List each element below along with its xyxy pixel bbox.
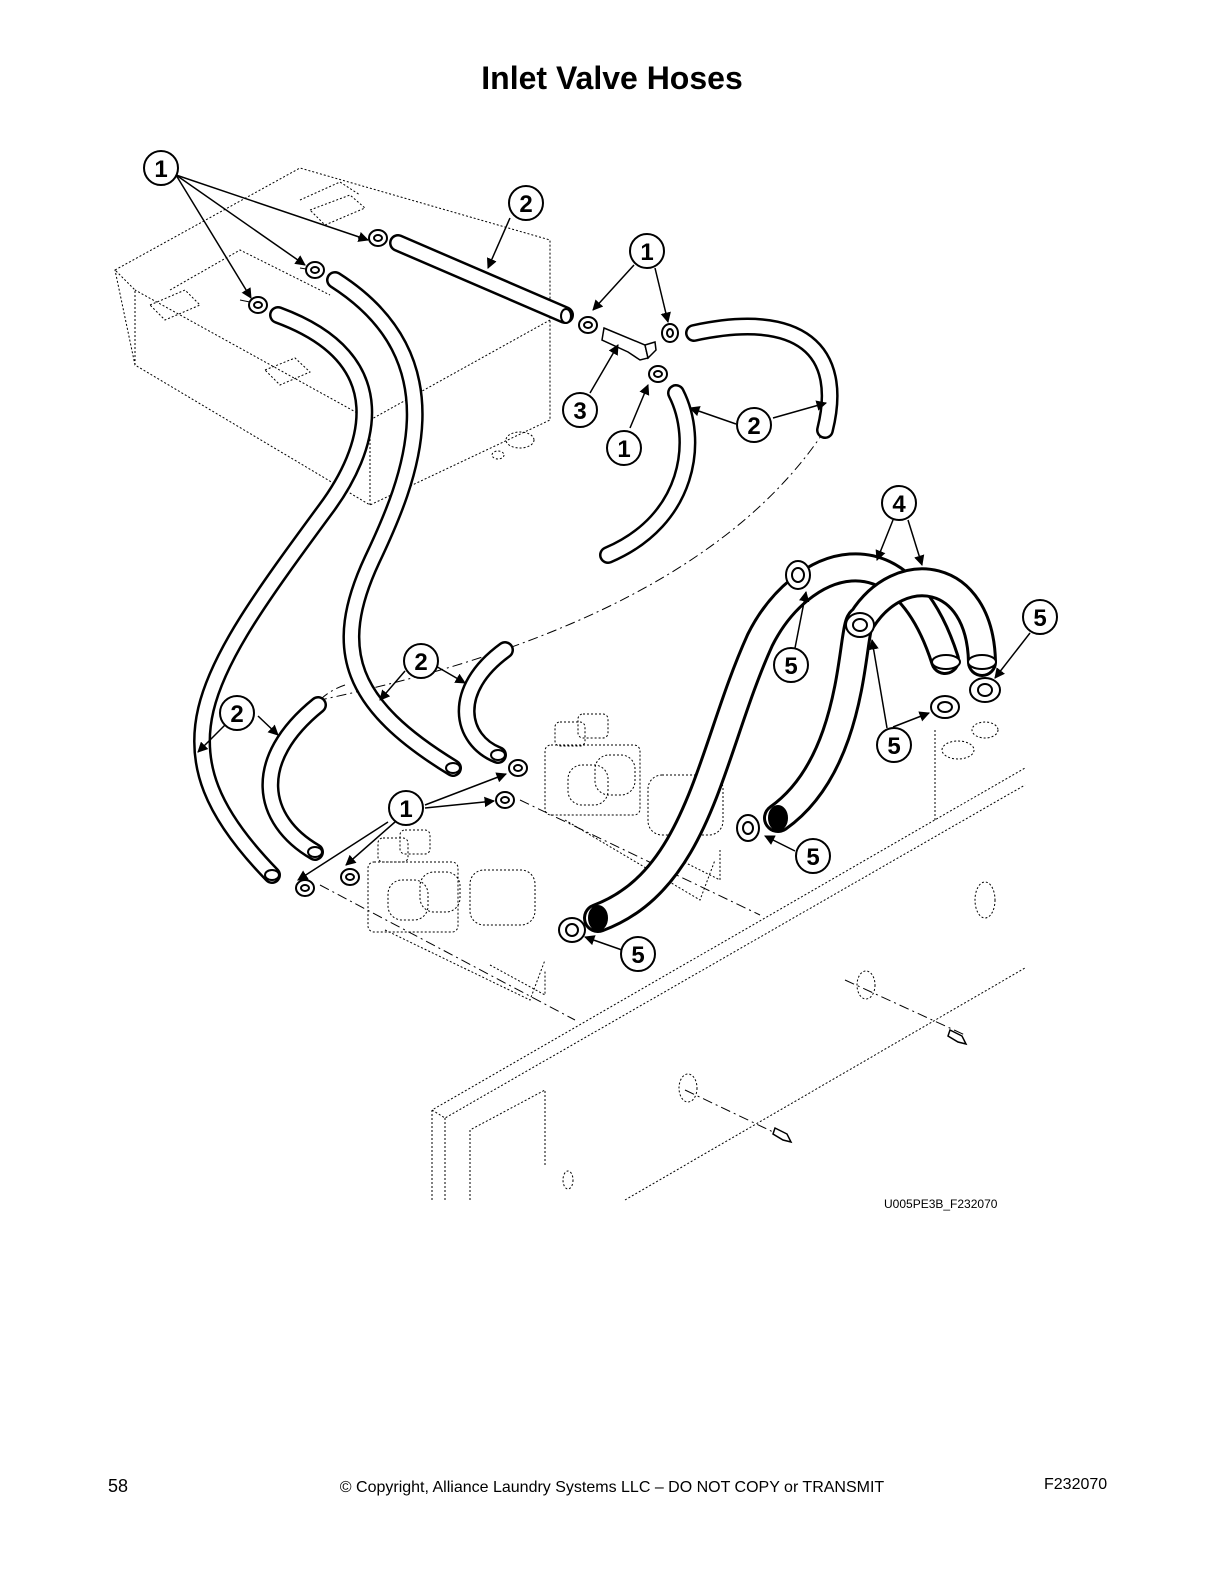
callout-2-top: 2 (508, 185, 544, 221)
clamp-3 (248, 296, 268, 314)
svg-text:2: 2 (230, 701, 243, 728)
callout-5-right: 5 (1022, 599, 1058, 635)
clamp-1 (368, 229, 388, 247)
hose-long-left (192, 306, 374, 884)
callout-2-lower-mid: 2 (403, 643, 439, 679)
leader-lines (175, 174, 1031, 951)
clamp-16 (558, 917, 586, 943)
hose-clamps (248, 229, 1001, 943)
callout-3-y-connector: 3 (562, 392, 598, 428)
clamp-14 (969, 677, 1001, 703)
callout-4: 4 (881, 485, 917, 521)
svg-text:5: 5 (631, 942, 644, 969)
svg-text:5: 5 (887, 733, 900, 760)
document-reference: F232070 (1044, 1476, 1108, 1493)
clamp-10 (295, 879, 315, 897)
hose-group (192, 234, 997, 933)
callout-1-mid: 1 (606, 430, 642, 466)
clamp-6 (648, 365, 668, 383)
svg-text:2: 2 (747, 413, 760, 440)
lower-frame-outline (431, 721, 1026, 1201)
clamp-11 (785, 560, 811, 590)
svg-text:5: 5 (806, 844, 819, 871)
clamp-2 (305, 261, 325, 279)
clamp-15 (736, 814, 760, 842)
svg-text:2: 2 (519, 191, 532, 218)
page-title: Inlet Valve Hoses (481, 60, 743, 96)
callouts: 1 2 1 3 1 2 4 5 5 5 2 2 5 1 5 (143, 150, 1058, 972)
callout-1-top-left: 1 (143, 150, 179, 186)
callout-2-lower-left: 2 (219, 695, 255, 731)
copyright-notice: © Copyright, Alliance Laundry Systems LL… (339, 1479, 885, 1496)
callout-1-top-right: 1 (629, 233, 665, 269)
callout-5-bottom: 5 (620, 936, 656, 972)
callout-5-lower-right: 5 (795, 838, 831, 874)
svg-text:5: 5 (784, 653, 797, 680)
clamp-4 (578, 316, 598, 334)
hose-ends (264, 308, 997, 931)
callout-5-mid-right: 5 (876, 727, 912, 763)
page-number: 58 (108, 1476, 129, 1496)
svg-text:1: 1 (399, 796, 412, 823)
clamp-7 (508, 759, 528, 777)
svg-text:1: 1 (640, 239, 653, 266)
svg-text:2: 2 (414, 649, 427, 676)
y-connector (601, 326, 657, 361)
screws (772, 1028, 968, 1144)
inlet-valve-rear (544, 713, 724, 901)
callout-5-upper: 5 (773, 647, 809, 683)
clamp-12 (845, 612, 875, 638)
svg-text:1: 1 (154, 156, 167, 183)
clamp-13 (930, 695, 960, 719)
clamp-5 (661, 323, 679, 343)
callout-2-mid: 2 (736, 407, 772, 443)
svg-text:1: 1 (617, 436, 630, 463)
figure-id: U005PE3B_F232070 (884, 1197, 998, 1211)
clamp-8 (495, 791, 515, 809)
svg-text:5: 5 (1033, 605, 1046, 632)
callout-1-lower: 1 (388, 790, 424, 826)
svg-text:4: 4 (892, 491, 906, 518)
svg-text:3: 3 (573, 398, 586, 425)
inlet-valve-front (367, 829, 546, 1001)
clamp-9 (340, 868, 360, 886)
